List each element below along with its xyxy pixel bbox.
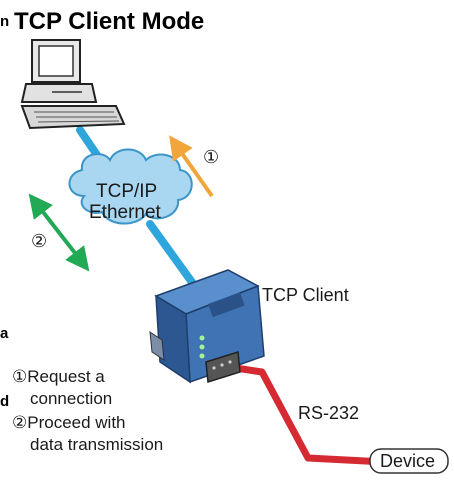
step-marker-2: ②: [31, 231, 48, 251]
edge-fragment-3: d: [0, 393, 10, 410]
rs232-link: [218, 362, 388, 466]
rs232-label: RS-232: [298, 403, 360, 423]
step-1-line-1: ①Request a: [12, 367, 105, 386]
device-label: Device: [380, 451, 436, 471]
serial-device-server-icon: [149, 269, 265, 384]
step-2-line-2: data transmission: [30, 435, 164, 454]
cloud-label-line1: TCP/IP: [96, 181, 158, 202]
step-marker-1: ①: [203, 147, 220, 167]
edge-fragment-1: n: [0, 13, 10, 30]
computer-icon: [20, 39, 126, 130]
cloud-label-line2: Ethernet: [89, 202, 161, 223]
diagram-title: TCP Client Mode: [14, 8, 205, 35]
tcp-client-label: TCP Client: [262, 285, 349, 305]
step-1-line-2: connection: [30, 389, 113, 408]
cloud-icon: [68, 148, 193, 225]
data-arrow: [28, 193, 90, 272]
ethernet-link-device: [146, 220, 198, 289]
step-2-line-1: ②Proceed with: [12, 413, 126, 432]
request-arrow: [169, 135, 214, 198]
device-box: [369, 448, 449, 474]
edge-fragment-2: a: [0, 325, 9, 342]
